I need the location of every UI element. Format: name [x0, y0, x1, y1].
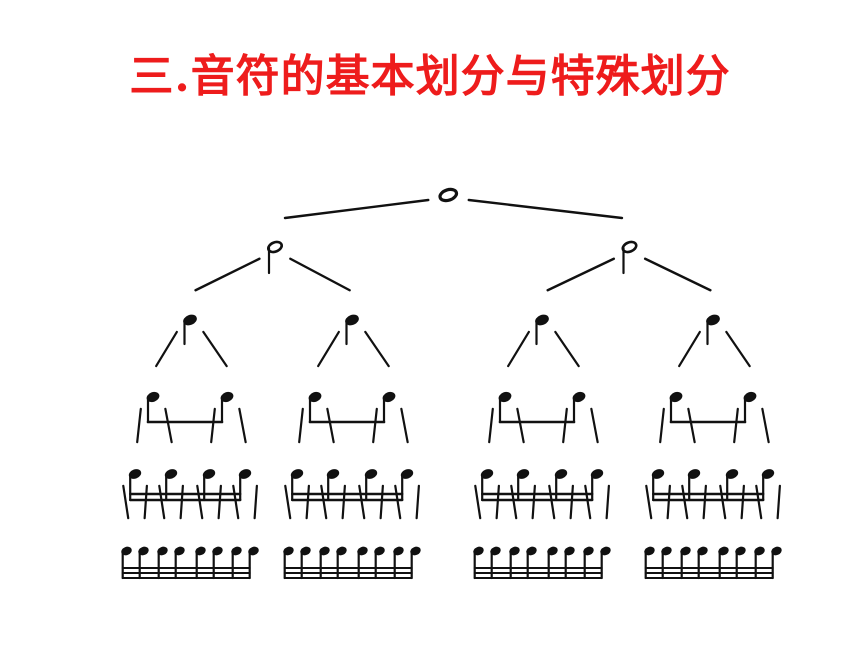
division-connector-line	[364, 330, 390, 368]
division-connector-line	[179, 484, 184, 520]
division-connector-line	[546, 257, 616, 292]
division-connector-line	[755, 484, 763, 520]
division-connector-line	[562, 407, 568, 444]
division-connector-line	[143, 484, 148, 520]
division-connector-line	[317, 330, 340, 368]
division-connector-line	[341, 484, 346, 520]
division-connector-line	[719, 484, 727, 520]
division-connector-line	[761, 407, 770, 444]
division-connector-line	[122, 484, 130, 520]
note-division-tree-root	[121, 187, 782, 580]
division-connector-line	[474, 484, 482, 520]
division-connector-line	[320, 484, 328, 520]
division-connector-line	[681, 484, 689, 520]
division-connector-line	[659, 407, 665, 444]
division-connector-line	[253, 484, 258, 520]
division-connector-line	[400, 407, 409, 444]
slide-title: 三.音符的基本划分与特殊划分	[129, 51, 731, 102]
division-connector-line	[740, 484, 745, 520]
division-connector-line	[733, 407, 739, 444]
division-connector-line	[136, 407, 142, 444]
division-connector-line	[510, 484, 518, 520]
division-connector-line	[643, 257, 712, 292]
division-connector-line	[196, 484, 204, 520]
division-connector-line	[202, 330, 228, 368]
division-connector-line	[467, 198, 624, 220]
division-connector-line	[238, 407, 247, 444]
division-connector-line	[531, 484, 536, 520]
division-connector-line	[305, 484, 310, 520]
division-connector-line	[326, 407, 335, 444]
division-connector-line	[155, 330, 178, 368]
division-connector-line	[507, 330, 530, 368]
division-connector-line	[678, 330, 701, 368]
division-connector-line	[488, 407, 494, 444]
division-connector-line	[645, 484, 653, 520]
division-connector-line	[284, 484, 292, 520]
division-connector-line	[358, 484, 366, 520]
division-connector-line	[232, 484, 240, 520]
division-connector-line	[289, 257, 351, 292]
division-connector-line	[590, 407, 599, 444]
division-connector-line	[666, 484, 671, 520]
whole-note	[438, 187, 459, 203]
division-connector-line	[605, 484, 610, 520]
division-connector-line	[702, 484, 707, 520]
division-connector-line	[687, 407, 696, 444]
division-connector-line	[298, 407, 304, 444]
division-connector-line	[776, 484, 781, 520]
division-connector-line	[415, 484, 420, 520]
division-connector-line	[584, 484, 592, 520]
division-connector-line	[379, 484, 384, 520]
division-connector-line	[554, 330, 580, 368]
division-connector-line	[394, 484, 402, 520]
division-connector-line	[725, 330, 751, 368]
division-connector-line	[194, 257, 261, 292]
division-connector-line	[516, 407, 525, 444]
division-connector-line	[372, 407, 378, 444]
division-connector-line	[164, 407, 173, 444]
division-connector-line	[495, 484, 500, 520]
division-connector-line	[158, 484, 166, 520]
division-connector-line	[210, 407, 216, 444]
division-connector-line	[548, 484, 556, 520]
division-connector-line	[217, 484, 222, 520]
division-connector-line	[569, 484, 574, 520]
division-connector-line	[283, 198, 430, 220]
